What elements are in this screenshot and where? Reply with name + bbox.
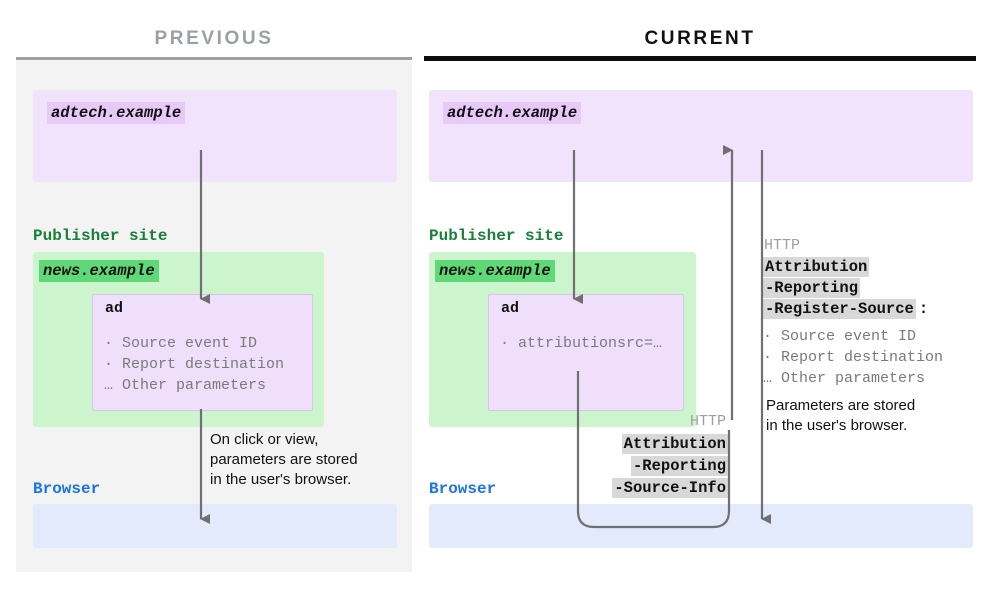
http-header-response-line2-text: -Reporting (763, 278, 861, 298)
browser-zone-current (429, 504, 973, 548)
http-header-response-line1: Attribution (763, 257, 870, 277)
panel-title-previous: PREVIOUS (154, 28, 274, 49)
publisher-label-current: Publisher site (429, 227, 564, 245)
news-chip-current: news.example (435, 260, 555, 282)
http-response-params: · Source event ID · Report destination …… (763, 328, 944, 387)
panel-title-current: CURRENT (644, 28, 756, 49)
panel-divider-current (424, 56, 976, 61)
publisher-label-previous: Publisher site (33, 227, 168, 245)
http-protocol-request: HTTP (690, 413, 727, 430)
ad-title-previous: ad (105, 300, 124, 317)
news-chip-previous: news.example (39, 260, 159, 282)
http-header-response-line3-text: -Register-Source (763, 299, 916, 319)
adtech-chip-previous: adtech.example (47, 102, 186, 124)
ad-title-current: ad (501, 300, 520, 317)
http-header-request-line3-text: -Source-Info (612, 478, 728, 498)
browser-zone-previous (33, 504, 397, 548)
browser-label-previous: Browser (33, 480, 101, 498)
browser-label-current: Browser (429, 480, 497, 498)
http-header-request-line3: -Source-Info (560, 478, 728, 498)
http-header-response-colon: : (918, 300, 929, 318)
http-header-request-line1-text: Attribution (621, 434, 728, 454)
http-protocol-response: HTTP (764, 237, 801, 254)
http-header-request-line1: Attribution (560, 434, 728, 454)
ad-params-current: · attributionsrc=… (500, 335, 663, 352)
http-header-response-line3: -Register-Source: (763, 299, 929, 319)
http-header-response-line1-text: Attribution (763, 257, 870, 277)
panel-divider-previous (16, 57, 412, 60)
http-header-request-line2-text: -Reporting (630, 456, 728, 476)
note-previous: On click or view, parameters are stored … (210, 431, 358, 488)
http-header-request-line2: -Reporting (560, 456, 728, 476)
adtech-chip-current: adtech.example (443, 102, 582, 124)
http-header-response-line2: -Reporting (763, 278, 861, 298)
note-current: Parameters are stored in the user's brow… (766, 397, 916, 434)
ad-params-previous: · Source event ID · Report destination …… (104, 335, 285, 394)
